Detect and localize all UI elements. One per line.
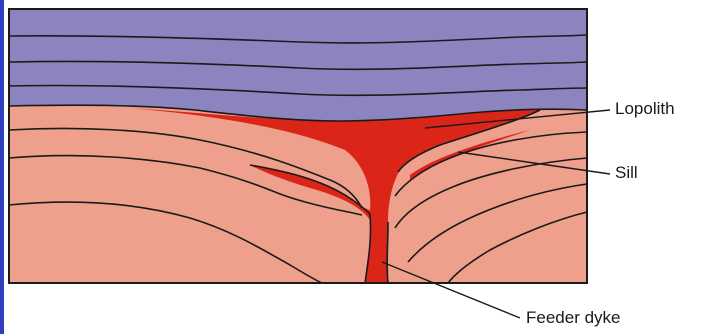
lopolith-label: Lopolith — [615, 99, 675, 119]
feeder-dyke-label: Feeder dyke — [526, 308, 621, 328]
sill-label: Sill — [615, 163, 638, 183]
page-edge — [0, 0, 4, 334]
